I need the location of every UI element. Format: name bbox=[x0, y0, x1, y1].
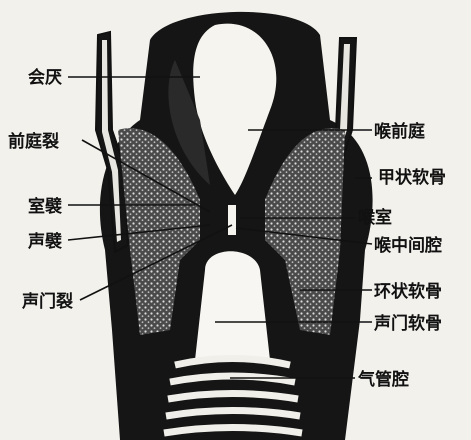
infraglottic-cavity bbox=[195, 251, 270, 360]
label-thyroid-cartilage: 甲状软骨 bbox=[378, 168, 446, 188]
label-infraglottic: 声门软骨 bbox=[374, 314, 442, 334]
label-rima-glottidis: 声门裂 bbox=[22, 292, 73, 312]
label-tracheal-cavity: 气管腔 bbox=[358, 370, 409, 390]
label-epiglottis: 会厌 bbox=[28, 68, 62, 88]
label-ventricular-fold: 室襞 bbox=[28, 197, 62, 217]
rima-glottidis-slit bbox=[228, 205, 236, 235]
label-cricoid-cartilage: 环状软骨 bbox=[374, 282, 442, 302]
label-laryngeal-vestibule: 喉前庭 bbox=[374, 122, 425, 142]
label-vestibular-fissure: 前庭裂 bbox=[8, 132, 59, 152]
label-intermediate-cavity: 喉中间腔 bbox=[374, 236, 442, 256]
label-laryngeal-ventricle: 喉室 bbox=[358, 208, 392, 228]
label-vocal-fold: 声襞 bbox=[28, 232, 62, 252]
